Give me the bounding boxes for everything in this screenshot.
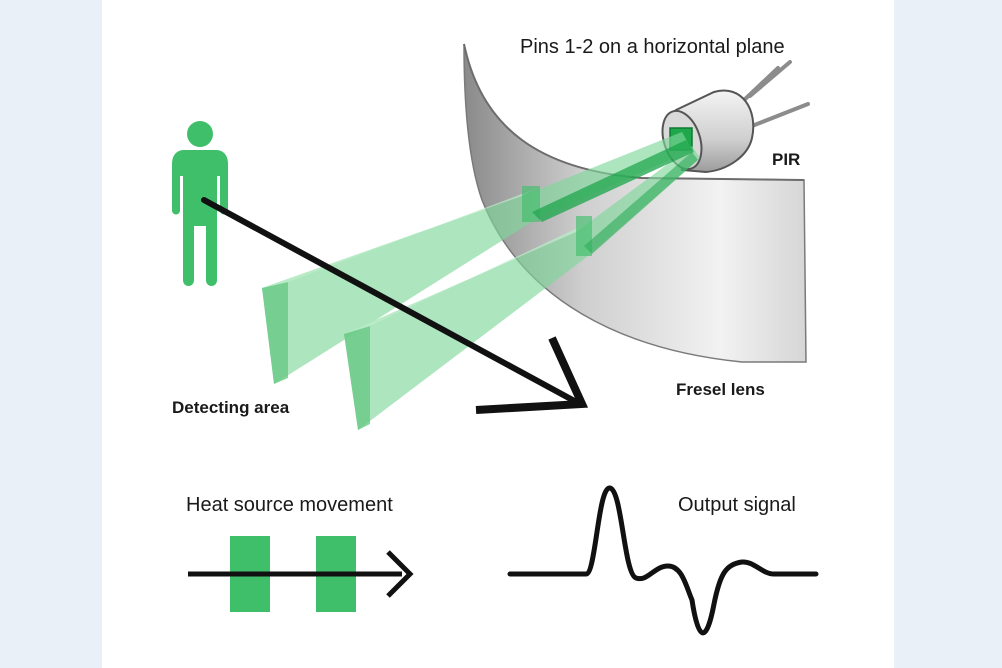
diagram-panel: Pins 1-2 on a horizontal plane PIR Detec… (102, 0, 894, 668)
movement-arrow (201, 197, 589, 414)
heat-source-label: Heat source movement (186, 494, 393, 516)
output-signal-label: Output signal (678, 494, 796, 516)
lens-label: Fresel lens (676, 380, 765, 399)
heat-source-movement-icon (188, 536, 414, 612)
pir-label: PIR (772, 150, 801, 169)
pins-label: Pins 1-2 on a horizontal plane (520, 36, 785, 58)
detecting-area-label: Detecting area (172, 398, 290, 417)
output-signal-waveform (507, 485, 819, 636)
detecting-beams (262, 132, 700, 430)
person-icon (172, 121, 228, 286)
pir-diagram (172, 43, 819, 636)
